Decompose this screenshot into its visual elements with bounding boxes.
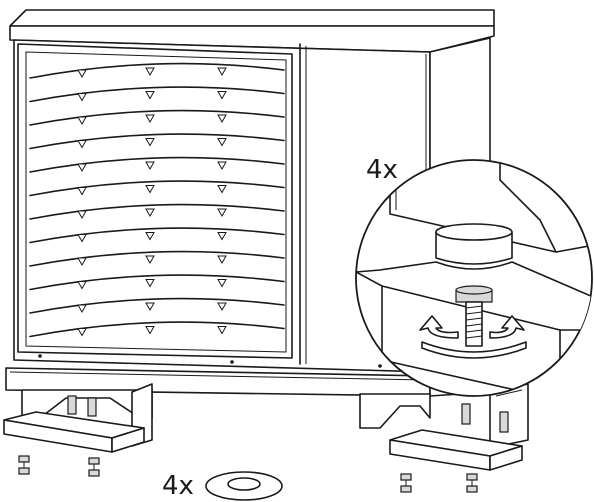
louvre-clip-marker [77, 257, 87, 267]
grille-louvre [29, 227, 285, 244]
grille-louvre [29, 180, 285, 197]
louvre-clip-marker [77, 187, 87, 196]
rotate-arrow-right-icon [489, 315, 525, 339]
louvre-clip-marker [217, 185, 227, 194]
louvre-clip-marker [217, 114, 227, 124]
louvre-clip-marker [217, 326, 227, 335]
louvre-clip-marker [145, 67, 155, 77]
rotate-arrow-left-icon [419, 315, 459, 339]
louvre-clip-marker [145, 326, 155, 335]
grille-louvre [29, 297, 285, 314]
louvre-clip-marker [217, 138, 227, 147]
grille-louvre [29, 156, 285, 173]
louvre-clip-marker [77, 140, 87, 149]
louvre-clip-marker [217, 302, 227, 312]
levelling-feet-hardware [18, 455, 478, 493]
louvre-clip-marker [77, 281, 87, 290]
louvre-clip-marker [77, 163, 87, 173]
grille-louvre [29, 133, 285, 150]
louvre-clip-marker [77, 69, 87, 79]
grille-louvres [29, 62, 285, 338]
louvre-clip-marker [145, 161, 155, 171]
louvre-clip-marker [77, 93, 87, 102]
louvre-clip-marker [77, 210, 87, 220]
louvre-clip-marker [77, 328, 87, 337]
louvre-clip-marker [217, 232, 227, 241]
grille-louvre [29, 62, 285, 79]
right-foot-rail [389, 403, 523, 471]
feet-count-label: 4x [366, 155, 398, 185]
louvre-clip-marker [217, 67, 227, 77]
louvre-clip-marker [217, 279, 227, 288]
detail-magnifier [355, 159, 593, 397]
grille-louvre [29, 109, 285, 126]
grille-louvre [29, 250, 285, 267]
louvre-clip-marker [77, 304, 87, 314]
louvre-clip-marker [145, 279, 155, 288]
grille-louvre [29, 86, 285, 103]
louvre-clip-marker [217, 255, 227, 265]
louvre-clip-marker [145, 232, 155, 241]
left-foot-rail [3, 395, 145, 453]
louvre-clip-marker [77, 116, 87, 126]
grille-louvre [29, 274, 285, 291]
louvre-clip-marker [145, 255, 155, 265]
louvre-clip-marker [217, 208, 227, 218]
louvre-clip-marker [217, 161, 227, 171]
louvre-clip-marker [217, 91, 227, 100]
louvre-clip-marker [145, 114, 155, 124]
grille-louvre [29, 203, 285, 220]
front-grille [17, 43, 293, 359]
louvre-clip-marker [145, 302, 155, 312]
louvre-clip-marker [145, 138, 155, 147]
louvre-clip-marker [145, 91, 155, 100]
louvre-clip-marker [145, 208, 155, 218]
grille-louvre [29, 321, 285, 338]
bolt-thread [465, 305, 483, 339]
louvre-clip-marker [145, 185, 155, 194]
washer-count-label: 4x [162, 471, 194, 501]
louvre-clip-marker [77, 234, 87, 243]
washer-illustration [205, 471, 283, 501]
